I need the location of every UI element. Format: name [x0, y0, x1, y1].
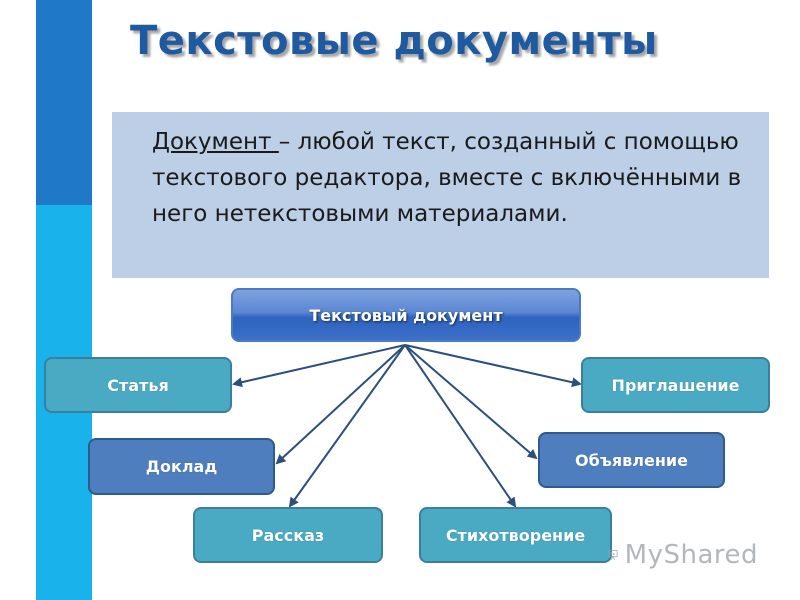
sidebar-stripe-top: [36, 0, 92, 205]
node-priglashenie: Приглашение: [581, 357, 770, 413]
definition-box: Документ – любой текст, созданный с помо…: [112, 112, 769, 278]
node-stikhotvorenie: Стихотворение: [419, 507, 612, 563]
watermark-logo: MyShared: [608, 538, 758, 572]
node-doklad: Доклад: [88, 438, 275, 495]
definition-text: Документ – любой текст, созданный с помо…: [152, 124, 749, 232]
arrow-to-statya: [232, 344, 406, 388]
arrow-to-stikhotvorenie: [404, 344, 517, 508]
definition-term: Документ: [152, 129, 279, 155]
definition-body: – любой текст, созданный с помощью текст…: [152, 129, 742, 227]
node-statya: Статья: [44, 357, 232, 413]
slide-title: Текстовые документы: [130, 18, 658, 64]
watermark-text: MyShared: [624, 540, 758, 570]
node-obyavlenie: Объявление: [538, 432, 725, 488]
arrow-to-rasskaz: [288, 344, 406, 508]
presentation-board-icon: [608, 549, 618, 561]
arrow-to-obyavlenie: [404, 344, 538, 460]
central-node-text-document: Текстовый документ: [231, 288, 581, 342]
arrow-to-doklad: [275, 344, 406, 465]
arrow-to-priglashenie: [404, 344, 582, 388]
node-rasskaz: Рассказ: [193, 507, 383, 563]
